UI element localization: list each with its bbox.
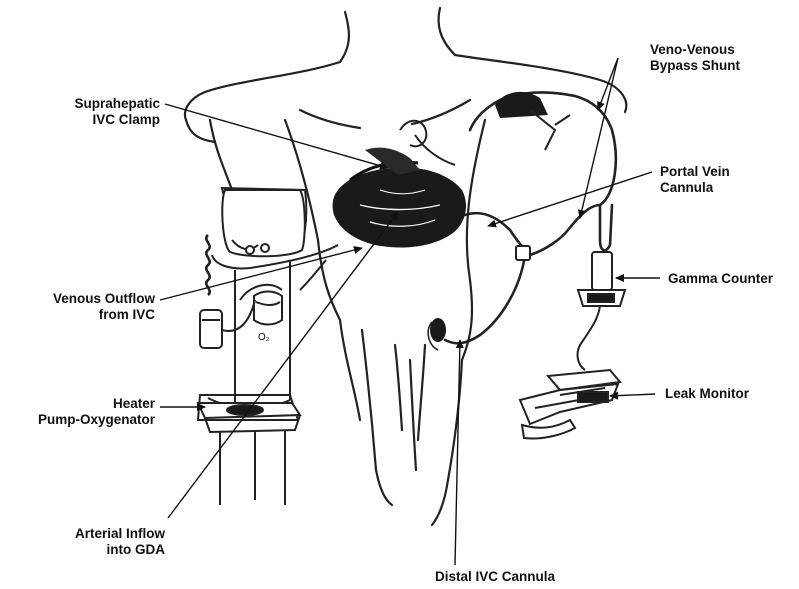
label-line: Venous Outflow xyxy=(20,291,155,307)
groin-cannula-site xyxy=(428,318,446,350)
label-line: Suprahepatic xyxy=(20,96,160,112)
label-line: Arterial Inflow xyxy=(20,526,165,542)
label-heater-pump-oxygenator: Heater Pump-Oxygenator xyxy=(20,396,155,428)
label-gamma-counter: Gamma Counter xyxy=(668,271,793,287)
label-veno-venous-bypass-shunt: Veno-Venous Bypass Shunt xyxy=(650,42,790,74)
label-line: Distal IVC Cannula xyxy=(400,569,590,585)
label-line: into GDA xyxy=(20,542,165,558)
label-distal-ivc-cannula: Distal IVC Cannula xyxy=(400,569,590,585)
label-line: Heater xyxy=(20,396,155,412)
label-line: Leak Monitor xyxy=(665,386,785,402)
tube-connector xyxy=(516,246,530,260)
label-line: Gamma Counter xyxy=(668,271,793,287)
o2-label: O₂ xyxy=(258,332,270,343)
label-venous-outflow: Venous Outflow from IVC xyxy=(20,291,155,323)
patient-body xyxy=(185,8,626,525)
label-line: IVC Clamp xyxy=(20,112,160,128)
label-line: Portal Vein xyxy=(660,164,780,180)
label-line: from IVC xyxy=(20,307,155,323)
label-line: Bypass Shunt xyxy=(650,58,790,74)
bypass-pump xyxy=(495,92,570,150)
label-suprahepatic-ivc-clamp: Suprahepatic IVC Clamp xyxy=(20,96,160,128)
label-line: Pump-Oxygenator xyxy=(20,412,155,428)
label-line: Veno-Venous xyxy=(650,42,790,58)
gamma-counter-device xyxy=(578,252,625,370)
label-leak-monitor: Leak Monitor xyxy=(665,386,785,402)
liver-operative-field xyxy=(333,148,466,248)
label-line: Cannula xyxy=(660,180,780,196)
leak-monitor-device xyxy=(520,370,620,439)
label-arterial-inflow: Arterial Inflow into GDA xyxy=(20,526,165,558)
label-portal-vein-cannula: Portal Vein Cannula xyxy=(660,164,780,196)
